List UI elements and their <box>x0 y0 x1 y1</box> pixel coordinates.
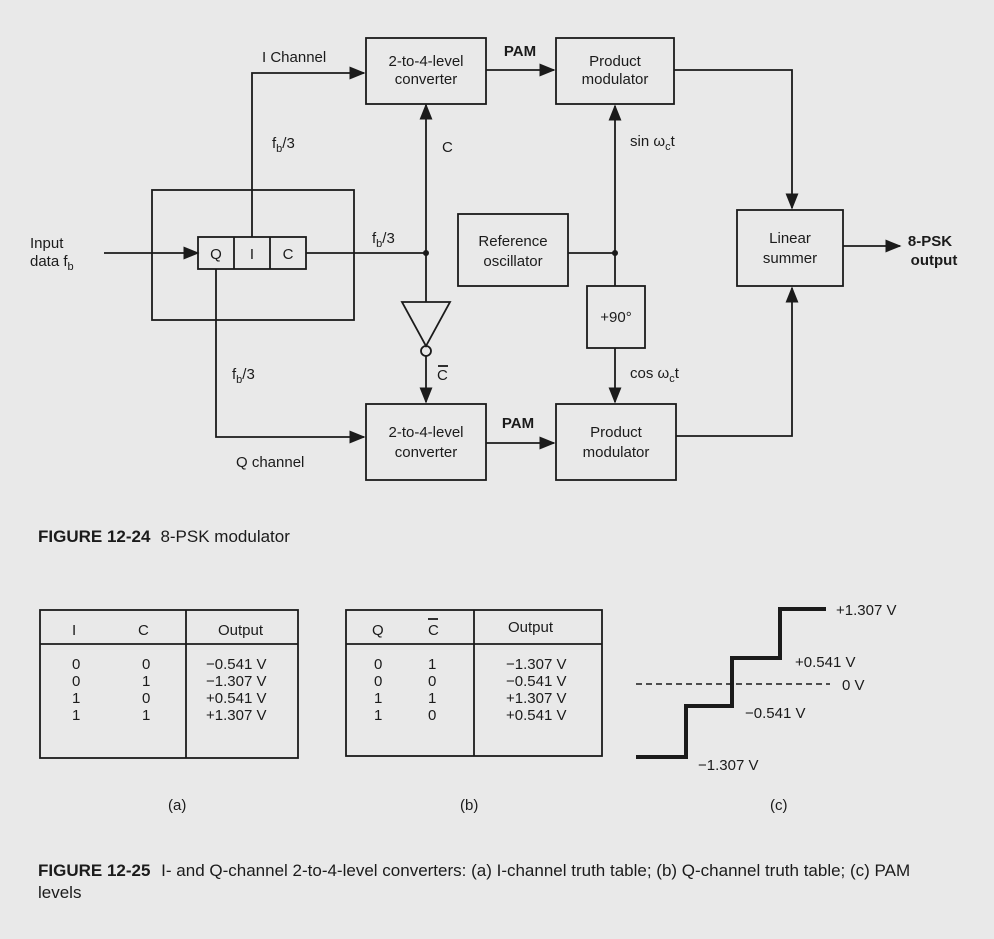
table-b-row-2-col-2: +1.307 V <box>506 690 566 707</box>
table-a-row-2-col-1: 0 <box>142 690 150 707</box>
top-to-summer <box>674 69 799 210</box>
level-p1307: +1.307 V <box>836 602 896 619</box>
i-channel-label: I Channel <box>262 49 326 66</box>
level-n0541: −0.541 V <box>745 705 805 722</box>
table-a-row-2-col-2: +0.541 V <box>206 690 266 707</box>
bottom-converter-line1: 2-to-4-level <box>388 424 463 441</box>
table-a-row-1-col-1: 1 <box>142 673 150 690</box>
pam-staircase <box>636 607 826 759</box>
phase-shift-label: +90° <box>600 309 631 326</box>
pam-levels-diagram: +1.307 V +0.541 V 0 V −0.541 V −1.307 V … <box>636 602 896 814</box>
level-n1307: −1.307 V <box>698 757 758 774</box>
modulator-diagram: Q I C Input data fb I Channel fb/3 Q cha… <box>30 37 958 546</box>
table-a-row-1-col-0: 0 <box>72 673 80 690</box>
table-a-row-0-col-0: 0 <box>72 656 80 673</box>
table-b-row-2-col-1: 1 <box>428 690 436 707</box>
reference-line1: Reference <box>478 233 547 250</box>
table-b-row-0-col-2: −1.307 V <box>506 656 566 673</box>
table-a-row-0-col-1: 0 <box>142 656 150 673</box>
top-product-line1: Product <box>589 53 642 70</box>
table-a-row-3-col-0: 1 <box>72 707 80 724</box>
table-b-row-0-col-0: 0 <box>374 656 382 673</box>
q-channel-label: Q channel <box>236 454 304 471</box>
bottom-converter-block <box>365 403 487 481</box>
bit-splitter-frame <box>151 189 355 321</box>
table-b-row-0-col-1: 1 <box>428 656 436 673</box>
input-label-line1: Input <box>30 235 64 252</box>
cos-label: cos ωct <box>630 365 680 385</box>
table-b-row-1-col-1: 0 <box>428 673 436 690</box>
bottom-product-line2: modulator <box>583 444 650 461</box>
c-label: C <box>442 139 453 156</box>
table-b-row-1-col-2: −0.541 V <box>506 673 566 690</box>
inverter <box>400 301 452 348</box>
table-a-header-output: Output <box>218 622 264 639</box>
table-a-row-3-col-1: 1 <box>142 707 150 724</box>
summer-line2: summer <box>763 250 817 267</box>
levels-label: (c) <box>770 797 788 814</box>
summer-line1: Linear <box>769 230 811 247</box>
reference-oscillator <box>457 213 569 287</box>
table-a-label: (a) <box>168 797 186 814</box>
table-b-row-3-col-2: +0.541 V <box>506 707 566 724</box>
table-a-row-1-col-2: −1.307 V <box>206 673 266 690</box>
figure-12-25-number: FIGURE 12-25 <box>38 861 151 880</box>
table-a-header-i: I <box>72 622 76 639</box>
table-a-row-2-col-0: 1 <box>72 690 80 707</box>
i-rate-label: fb/3 <box>272 135 295 155</box>
bottom-to-summer <box>676 286 799 437</box>
phase-shift-block <box>586 285 646 349</box>
top-product-line2: modulator <box>582 71 649 88</box>
figure-12-25-caption: FIGURE 12-25 I- and Q-channel 2-to-4-lev… <box>38 860 938 904</box>
table-b-row-1-col-0: 0 <box>374 673 382 690</box>
bottom-product-line1: Product <box>590 424 643 441</box>
table-b-row-3-col-1: 0 <box>428 707 436 724</box>
output-line2: output <box>911 252 958 269</box>
table-b-header-cbar: C <box>428 622 439 639</box>
table-b-row-3-col-0: 1 <box>374 707 382 724</box>
table-a-row-0-col-2: −0.541 V <box>206 656 266 673</box>
bottom-converter-line2: converter <box>395 444 458 461</box>
table-a-header-c: C <box>138 622 149 639</box>
reference-line2: oscillator <box>483 253 542 270</box>
output-line1: 8-PSK <box>908 233 952 250</box>
i-channel-line <box>251 66 366 237</box>
input-label-line2: data fb <box>30 253 74 273</box>
top-pam-label: PAM <box>504 43 536 60</box>
top-product-modulator <box>555 37 675 105</box>
sin-label: sin ωct <box>630 133 676 153</box>
q-channel-line <box>215 269 366 444</box>
c-bar-label: C <box>437 367 448 384</box>
table-a-row-3-col-2: +1.307 V <box>206 707 266 724</box>
register-i: I <box>250 246 254 263</box>
linear-summer <box>736 209 844 287</box>
c-rate-label: fb/3 <box>372 230 395 250</box>
bottom-pam-label: PAM <box>502 415 534 432</box>
figure-12-25-text: I- and Q-channel 2-to-4-level converters… <box>38 861 911 902</box>
table-b-header-output: Output <box>508 619 554 636</box>
register-c: C <box>283 246 294 263</box>
top-converter-line2: converter <box>395 71 458 88</box>
table-b-label: (b) <box>460 797 478 814</box>
level-zero: 0 V <box>842 677 865 694</box>
level-p0541: +0.541 V <box>795 654 855 671</box>
top-converter-block <box>365 37 487 105</box>
table-b-row-2-col-0: 1 <box>374 690 382 707</box>
bottom-product-modulator <box>555 403 677 481</box>
q-rate-label: fb/3 <box>232 366 255 386</box>
table-b-header-q: Q <box>372 622 384 639</box>
register-q: Q <box>210 246 222 263</box>
top-converter-line1: 2-to-4-level <box>388 53 463 70</box>
